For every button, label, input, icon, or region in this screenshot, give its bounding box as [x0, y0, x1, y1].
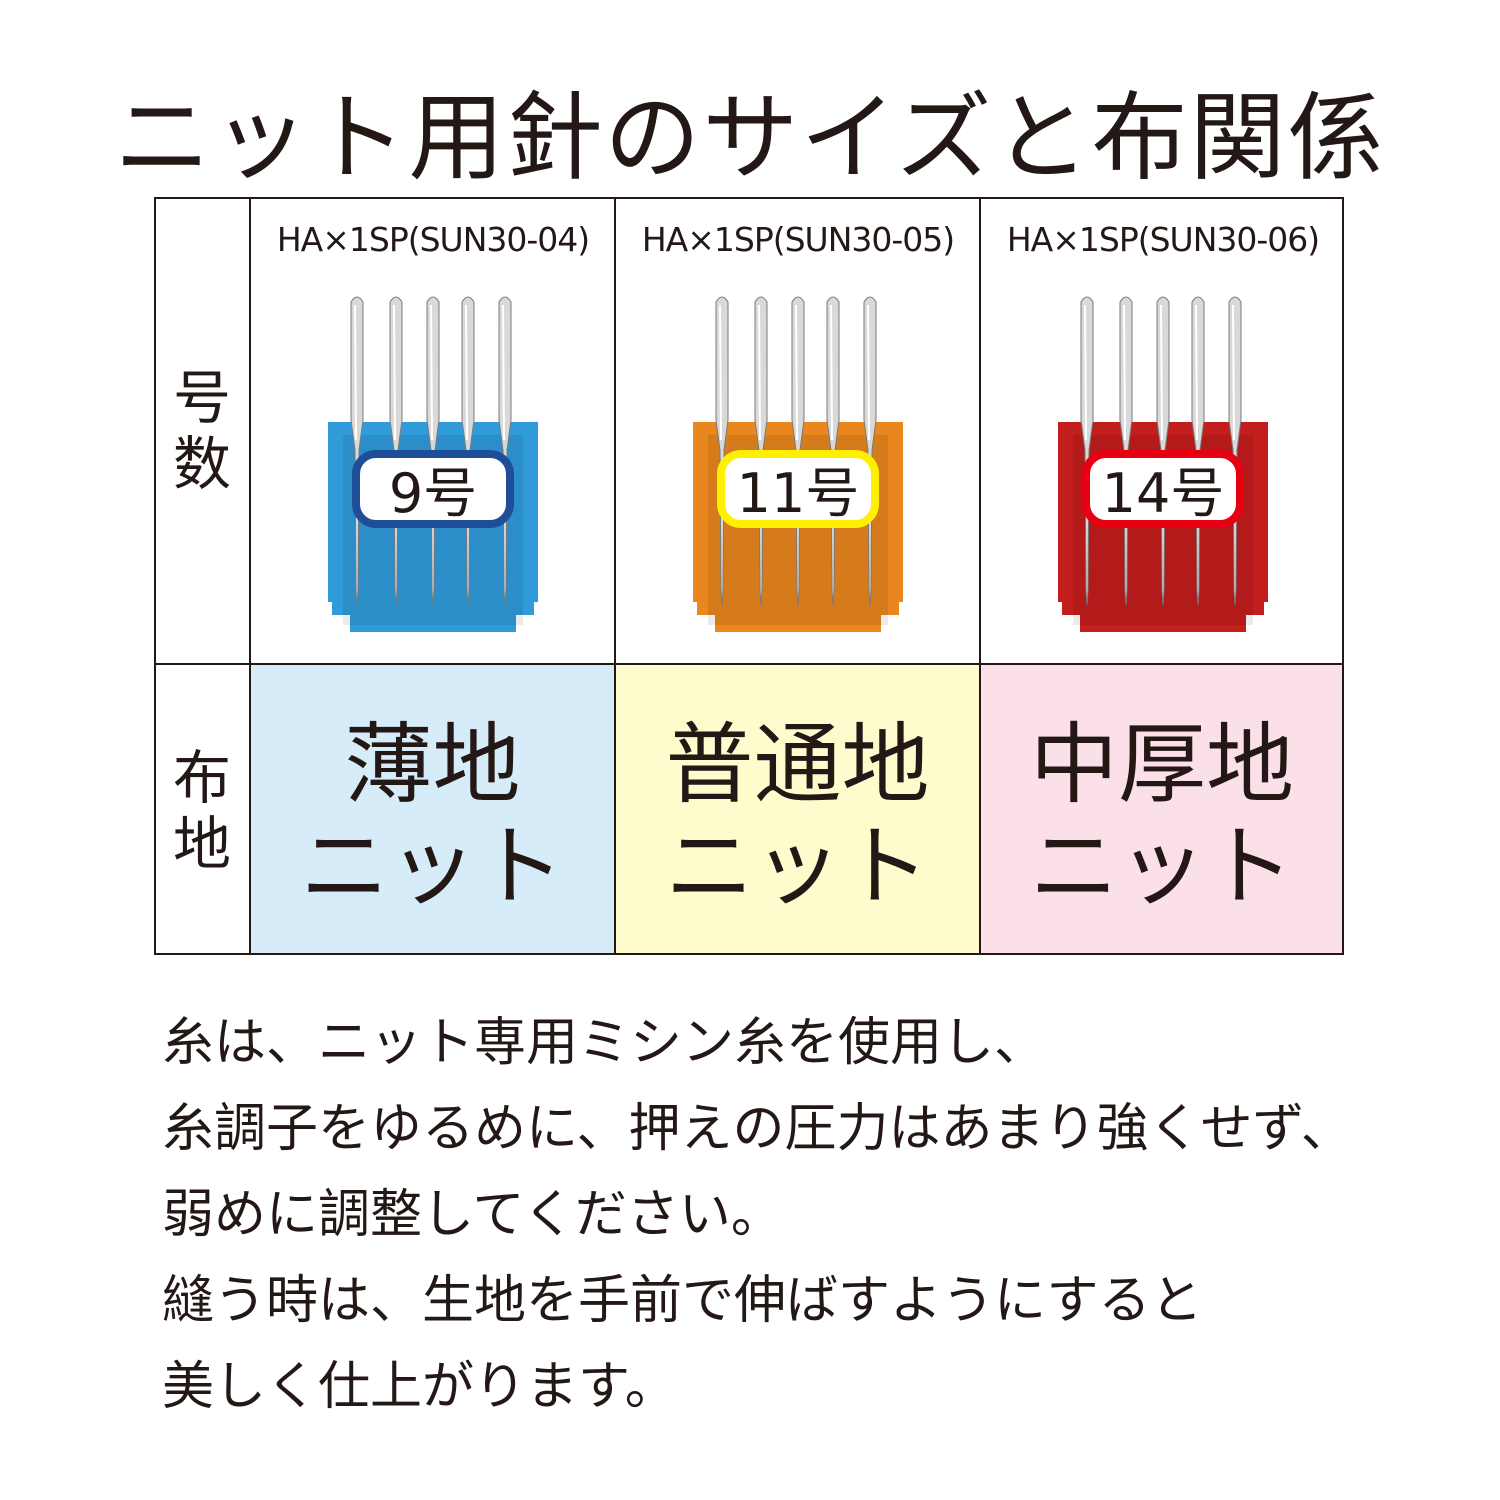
row-label-char: 地 [172, 810, 231, 878]
note-line: 弱めに調整してください。 [162, 1185, 783, 1245]
grid-divider [979, 197, 981, 955]
needle-pack-illustration: 14号 [1058, 296, 1268, 632]
fabric-cell-normal: 普通地 ニット [616, 665, 979, 953]
needle [715, 296, 729, 606]
grid-divider [154, 663, 1344, 665]
needle [350, 296, 364, 606]
needle [1080, 296, 1094, 606]
page-title: ニット用針のサイズと布関係 [114, 82, 1386, 194]
note-line: 縫う時は、生地を手前で伸ばすようにすると [162, 1271, 1203, 1331]
note-line: 美しく仕上がります。 [162, 1357, 677, 1417]
row-label-fabric: 布 地 [154, 745, 250, 877]
needle-pack-illustration: 11号 [693, 296, 903, 632]
fabric-type-line1: 薄地 [344, 713, 521, 816]
needle-model-label: HA×1SP(SUN30-05) [641, 220, 955, 259]
needle [863, 296, 877, 606]
note-line: 糸調子をゆるめに、押えの圧力はあまり強くせず、 [162, 1099, 1353, 1159]
size-badge [352, 450, 514, 528]
grid-divider [249, 197, 251, 955]
needle-pack-14: 14号 [981, 290, 1345, 640]
row-label-char: 号 [172, 364, 231, 432]
grid-divider [614, 197, 616, 955]
fabric-cell-thin: 薄地 ニット [251, 665, 614, 953]
needle [498, 296, 512, 606]
needle-pack-9: 9号 [251, 290, 615, 640]
row-label-size: 号 数 [154, 365, 250, 497]
note-line: 糸は、ニット専用ミシン糸を使用し、 [162, 1013, 1047, 1073]
needle-size-label: 9号 [389, 462, 477, 525]
size-badge [717, 450, 879, 528]
fabric-type-line1: 中厚地 [1029, 713, 1294, 816]
fabric-cell-medium-thick: 中厚地 ニット [981, 665, 1343, 953]
fabric-type-line2: ニット [665, 815, 930, 918]
size-fabric-table [154, 197, 1344, 955]
row-label-char: 数 [172, 430, 231, 498]
needle-pack-illustration: 9号 [328, 296, 538, 632]
needle-model-label: HA×1SP(SUN30-06) [1006, 220, 1320, 259]
fabric-type-line2: ニット [1029, 815, 1294, 918]
needle [1228, 296, 1242, 606]
row-label-char: 布 [172, 744, 231, 812]
needle-model-label: HA×1SP(SUN30-04) [276, 220, 590, 259]
needle-size-label: 14号 [1102, 462, 1225, 525]
needle-size-label: 11号 [737, 462, 860, 525]
size-badge [1082, 450, 1244, 528]
fabric-type-line1: 普通地 [665, 713, 930, 816]
needle-pack-11: 11号 [616, 290, 980, 640]
usage-notes: 糸は、ニット専用ミシン糸を使用し、 糸調子をゆるめに、押えの圧力はあまり強くせず… [162, 1000, 1362, 1430]
fabric-type-line2: ニット [300, 815, 565, 918]
